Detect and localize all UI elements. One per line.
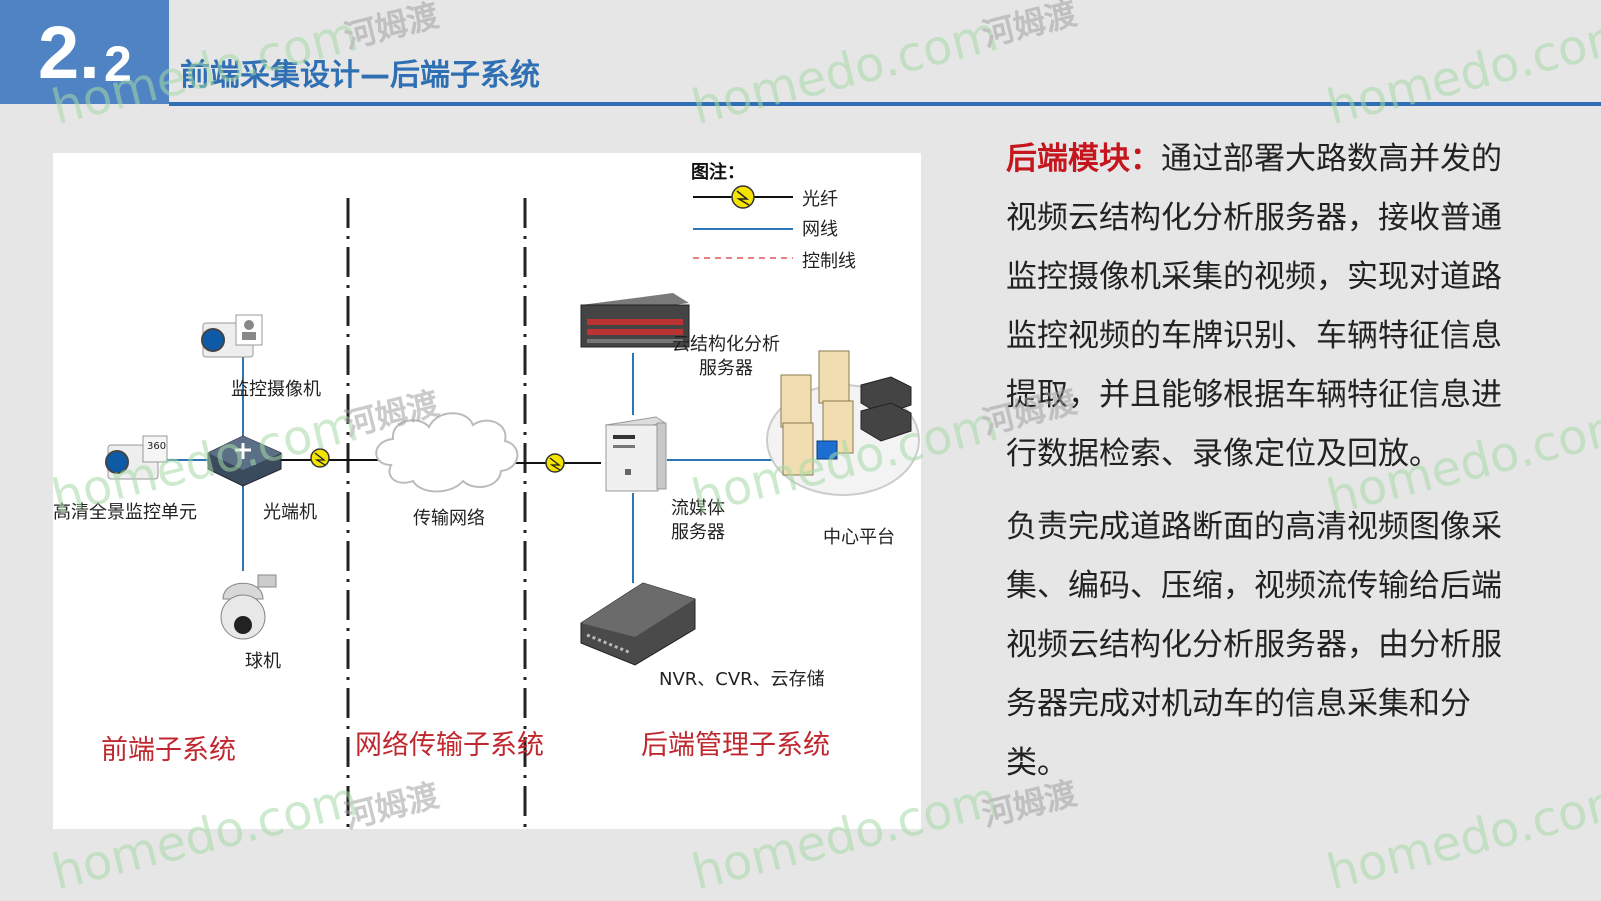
description-paragraph-1: 后端模块：通过部署大路数高并发的视频云结构化分析服务器，接收普通监控摄像机采集的… (1006, 130, 1506, 484)
section-badge: 2. 2 (0, 0, 169, 104)
legend-label-network-cable: 网线 (802, 219, 838, 240)
description-text-1: 通过部署大路数高并发的视频云结构化分析服务器，接收普通监控摄像机采集的视频，实现… (1006, 141, 1502, 472)
center-platform-icon (766, 350, 920, 496)
label-optical-transceiver: 光端机 (263, 502, 317, 523)
fiber-icon-front (310, 448, 330, 468)
storage-device-icon (580, 582, 696, 666)
title-divider (169, 102, 1601, 106)
description-paragraph-2: 负责完成道路断面的高清视频图像采集、编码、压缩，视频流传输给后端视频云结构化分析… (1006, 498, 1506, 793)
watermark-site-2: homedo.com (686, 5, 1004, 136)
subsystem-backend-label: 后端管理子系统 (641, 730, 830, 761)
panorama-camera-icon (105, 435, 168, 480)
fiber-icon-backend (545, 453, 565, 473)
legend-label-control-line: 控制线 (802, 251, 856, 272)
panorama-badge-text: 360 (147, 441, 167, 452)
description-text-2: 负责完成道路断面的高清视频图像采集、编码、压缩，视频流传输给后端视频云结构化分析… (1006, 509, 1502, 781)
legend-label-fiber: 光纤 (802, 189, 838, 210)
label-center-platform: 中心平台 (823, 527, 895, 548)
legend-title: 图注： (691, 162, 745, 183)
diagram-graphics (105, 185, 920, 829)
label-storage: NVR、CVR、云存储 (659, 669, 825, 690)
label-transmission-network: 传输网络 (413, 508, 485, 529)
label-cloud-analysis-server: 云结构化分析 服务器 (672, 334, 780, 379)
label-streaming-server: 流媒体 服务器 (671, 498, 725, 543)
description-heading: 后端模块： (1006, 141, 1161, 177)
page-title: 前端采集设计—后端子系统 (180, 58, 540, 93)
section-subnumber: 2 (104, 36, 132, 92)
streaming-server-icon (604, 416, 667, 492)
section-number: 2. (38, 11, 100, 94)
monitor-camera-icon (201, 314, 263, 358)
network-diagram: 图注： 光纤 网线 控制线 监控摄像机 高清全景监控单元 光端机 球机 传输网络… (53, 153, 921, 829)
label-monitor-camera: 监控摄像机 (231, 379, 321, 400)
analysis-server-icon (580, 293, 690, 348)
watermark-brand-2: 河姆渡 (978, 0, 1081, 55)
watermark-site-3: homedo.com (1321, 5, 1601, 136)
label-hd-panorama-unit: 高清全景监控单元 (53, 502, 197, 523)
subsystem-network-label: 网络传输子系统 (355, 730, 544, 761)
network-cloud (375, 412, 519, 493)
subsystem-frontend-label: 前端子系统 (101, 735, 236, 766)
legend-fiber-symbol (693, 185, 793, 209)
optical-transceiver-icon (207, 435, 282, 487)
description-panel: 后端模块：通过部署大路数高并发的视频云结构化分析服务器，接收普通监控摄像机采集的… (1006, 130, 1506, 793)
dome-camera-icon (220, 574, 277, 640)
label-dome-camera: 球机 (245, 651, 281, 672)
